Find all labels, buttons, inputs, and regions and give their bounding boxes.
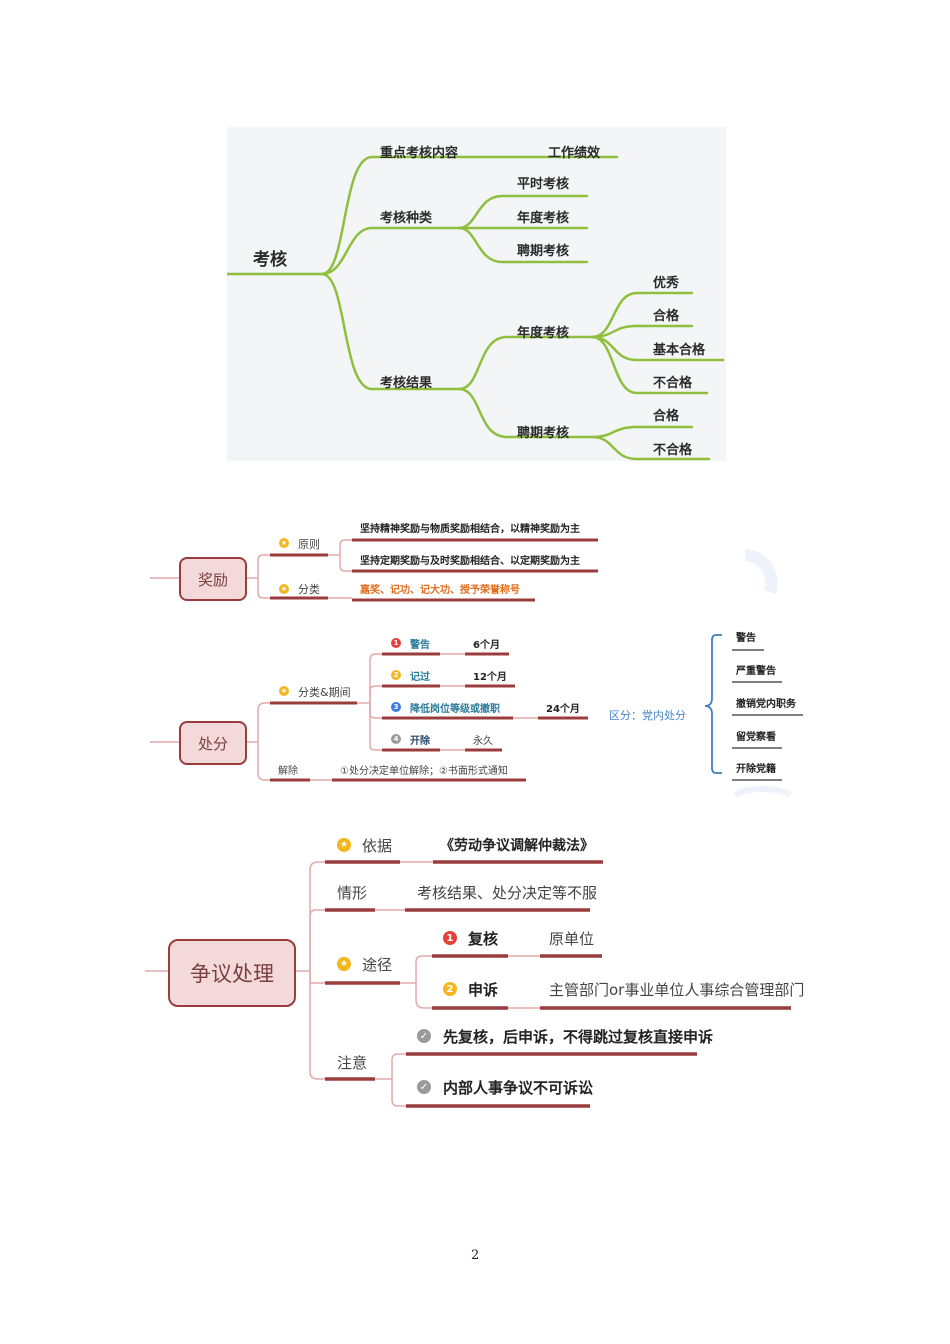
branch-fenlei-qijian: 分类&期间 bbox=[298, 686, 351, 699]
party-discipline-label: 区分：党内处分 bbox=[609, 709, 686, 722]
branch-jiechu: 解除 bbox=[278, 766, 298, 777]
number-4-badge-icon: 4 bbox=[391, 734, 401, 744]
root-label: 奖励 bbox=[197, 570, 228, 589]
leaf-yiju: 《劳动争议调解仲裁法》 bbox=[440, 838, 594, 854]
number-3-badge-icon: 3 bbox=[391, 702, 401, 712]
leaf-gongzuo-jixiao: 工作绩效 bbox=[548, 146, 601, 161]
star-badge-icon: ★ bbox=[279, 686, 289, 696]
leaf-pinqi-buhege: 不合格 bbox=[653, 443, 693, 458]
number-1-badge-icon: 1 bbox=[391, 638, 401, 648]
item-jiangdi: 降低岗位等级或撤职 bbox=[410, 704, 500, 715]
leaf-yuanze-1: 坚持精神奖励与物质奖励相结合，以精神奖励为主 bbox=[360, 524, 580, 535]
sub-niandu: 年度考核 bbox=[517, 326, 570, 341]
leaf-qingxing: 考核结果、处分决定等不服 bbox=[417, 884, 598, 902]
number-2-badge-icon: 2 bbox=[391, 670, 401, 680]
leaf-zhuyi-2: 内部人事争议不可诉讼 bbox=[443, 1079, 594, 1097]
root-node-jiangli: 奖励 bbox=[179, 557, 247, 601]
item-fuhe: 复核 bbox=[468, 930, 499, 948]
leaf-niandu: 年度考核 bbox=[517, 211, 570, 226]
leaf-youxiu: 优秀 bbox=[653, 276, 680, 291]
item-jiguo: 记过 bbox=[410, 672, 430, 683]
branch-zhuyi: 注意 bbox=[337, 1054, 368, 1072]
item-shensu: 申诉 bbox=[468, 981, 499, 999]
detail-fuhe: 原单位 bbox=[549, 930, 595, 948]
root-label: 处分 bbox=[197, 734, 228, 753]
kaohe-mindmap: 考核 重点考核内容 工作绩效 考核种类 平时考核 年度考核 聘期考核 考核结果 … bbox=[227, 127, 726, 461]
branch-yiju: 依据 bbox=[362, 837, 393, 855]
leaf-pingshi: 平时考核 bbox=[517, 177, 570, 192]
check-circle-icon: ✓ bbox=[417, 1080, 431, 1094]
root-node-chufen: 处分 bbox=[179, 721, 247, 765]
party-item-5: 开除党籍 bbox=[736, 764, 776, 775]
party-item-3: 撤销党内职务 bbox=[736, 699, 796, 710]
star-badge-icon: ★ bbox=[337, 957, 351, 971]
item-kaichu: 开除 bbox=[410, 736, 430, 747]
star-badge-icon: ★ bbox=[279, 584, 289, 594]
branch-yuanze: 原则 bbox=[298, 538, 320, 551]
leaf-pinqi: 聘期考核 bbox=[517, 244, 570, 259]
detail-shensu: 主管部门or事业单位人事综合管理部门 bbox=[549, 981, 805, 999]
party-item-4: 留党察看 bbox=[736, 732, 776, 743]
leaf-zhuyi-1: 先复核，后申诉，不得跳过复核直接申诉 bbox=[443, 1028, 714, 1046]
root-node-kaohe: 考核 bbox=[253, 250, 287, 270]
leaf-jiechu: ①处分决定单位解除；②书面形式通知 bbox=[340, 766, 508, 777]
leaf-buhege: 不合格 bbox=[653, 376, 693, 391]
root-label: 争议处理 bbox=[190, 962, 274, 986]
branch-tujing: 途径 bbox=[362, 956, 393, 974]
star-badge-icon: ★ bbox=[337, 838, 351, 852]
leaf-hege: 合格 bbox=[653, 309, 680, 324]
root-node-zhengyi: 争议处理 bbox=[168, 939, 296, 1007]
period-kaichu: 永久 bbox=[473, 736, 493, 747]
leaf-jiben-hege: 基本合格 bbox=[653, 343, 706, 358]
leaf-pinqi-hege: 合格 bbox=[653, 409, 680, 424]
number-1-badge-icon: 1 bbox=[443, 931, 457, 945]
branch-qingxing: 情形 bbox=[337, 884, 368, 902]
item-jinggao: 警告 bbox=[410, 640, 430, 651]
check-circle-icon: ✓ bbox=[417, 1029, 431, 1043]
branch-zhonglei: 考核种类 bbox=[380, 211, 433, 226]
branch-fenlei: 分类 bbox=[298, 583, 320, 596]
period-jiangdi: 24个月 bbox=[546, 704, 580, 715]
branch-jieguo: 考核结果 bbox=[380, 376, 433, 391]
kaohe-connectors bbox=[227, 155, 725, 461]
sub-pinqi: 聘期考核 bbox=[517, 426, 570, 441]
party-item-2: 严重警告 bbox=[736, 666, 776, 677]
page-number: 2 bbox=[471, 1248, 480, 1263]
leaf-yuanze-2: 坚持定期奖励与及时奖励相结合、以定期奖励为主 bbox=[360, 556, 580, 567]
party-item-1: 警告 bbox=[736, 633, 756, 644]
leaf-fenlei: 嘉奖、记功、记大功、授予荣誉称号 bbox=[360, 585, 520, 596]
period-jiguo: 12个月 bbox=[473, 672, 507, 683]
star-badge-icon: ★ bbox=[279, 538, 289, 548]
period-jinggao: 6个月 bbox=[473, 640, 500, 651]
number-2-badge-icon: 2 bbox=[443, 982, 457, 996]
branch-zhongdian: 重点考核内容 bbox=[380, 146, 459, 161]
